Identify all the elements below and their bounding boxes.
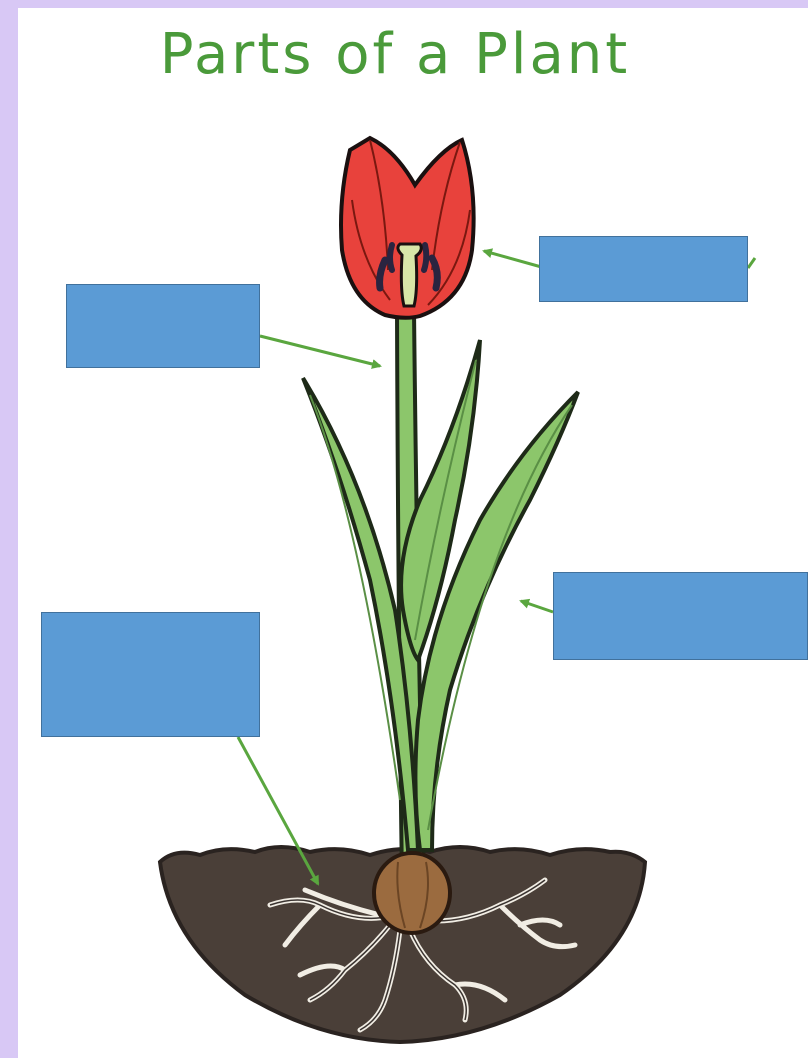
tulip-flower — [341, 138, 474, 318]
arrow-leaf — [521, 601, 553, 612]
label-box-stem[interactable] — [66, 284, 260, 368]
label-box-roots[interactable] — [41, 612, 260, 737]
arrow-flower — [484, 251, 545, 268]
bulb — [374, 853, 450, 933]
label-box-leaf[interactable] — [553, 572, 808, 660]
arrow-flower-tail — [748, 258, 755, 268]
label-box-flower[interactable] — [539, 236, 748, 302]
page-title: Parts of a Plant — [0, 22, 790, 87]
arrow-stem — [260, 336, 380, 366]
